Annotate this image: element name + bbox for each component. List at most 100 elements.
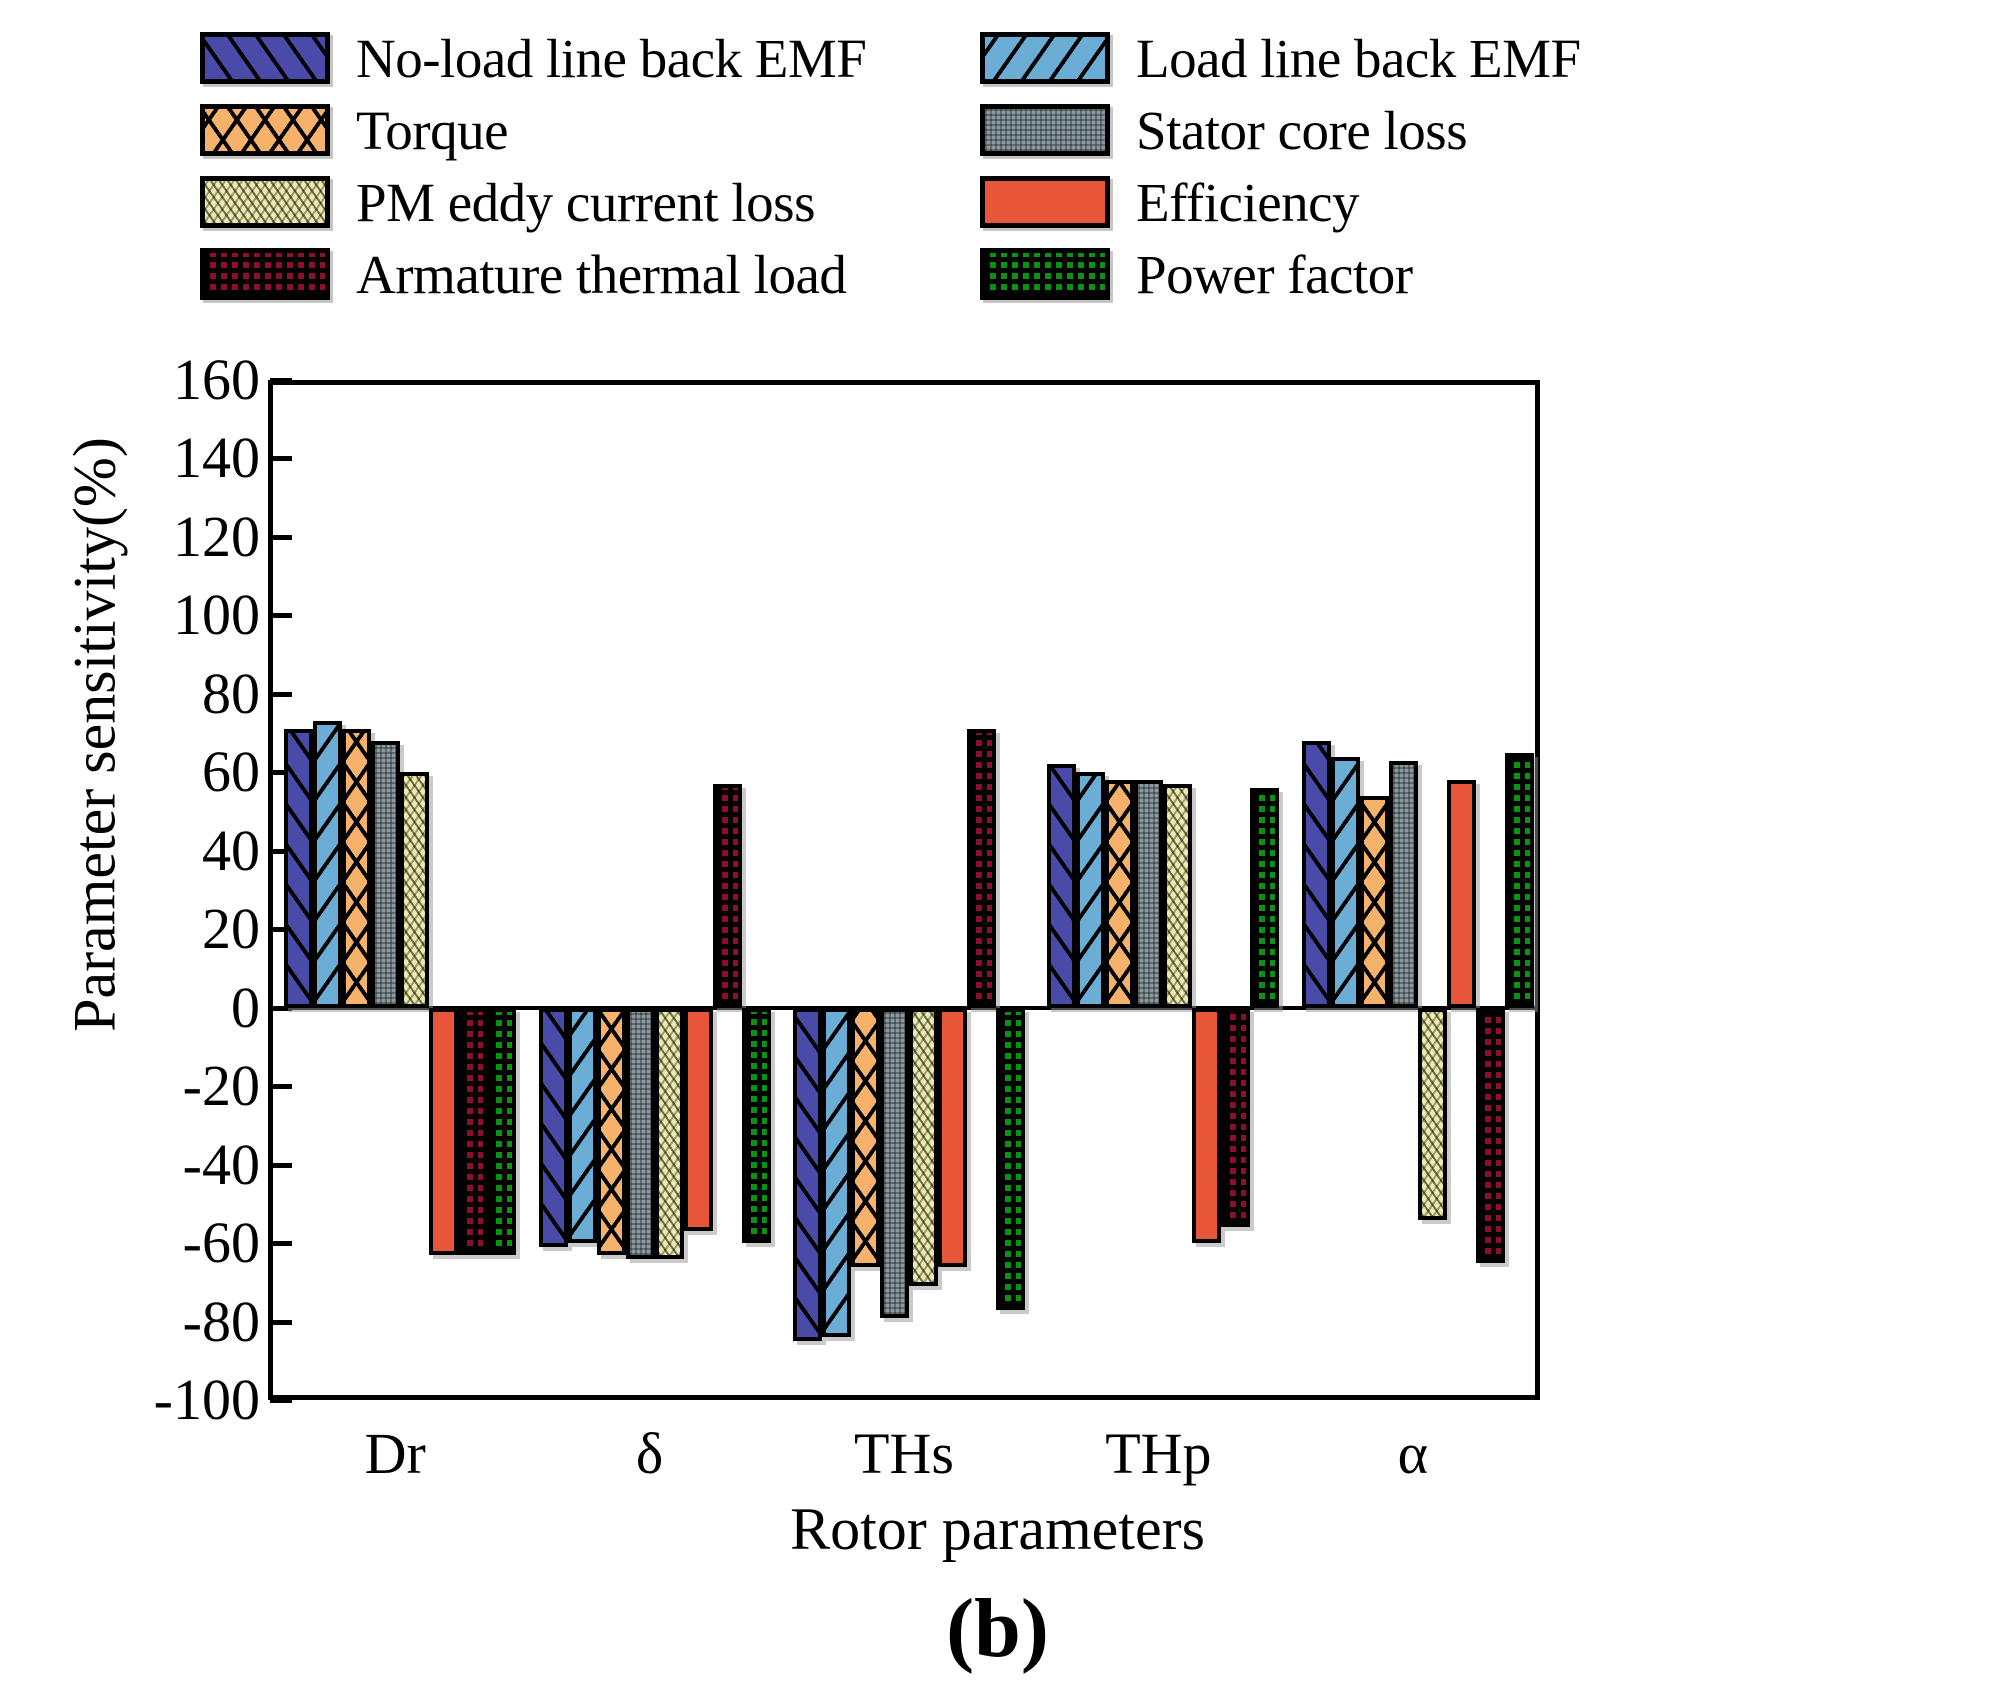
bar-α-load_emf[interactable]	[1330, 756, 1360, 1008]
legend-item-stator_loss[interactable]: Stator core loss	[980, 94, 1720, 166]
bar-THs-efficiency[interactable]	[937, 1007, 967, 1267]
bar-δ-load_emf[interactable]	[567, 1007, 597, 1244]
bar-slot	[966, 385, 996, 1395]
y-tickmark-140	[270, 456, 292, 462]
bar-Dr-pm_eddy[interactable]	[400, 772, 430, 1008]
bar-slot	[1417, 385, 1447, 1395]
legend-item-pm_eddy[interactable]: PM eddy current loss	[200, 166, 940, 238]
bar-δ-thermal[interactable]	[712, 784, 742, 1008]
bar-THs-noload_emf[interactable]	[792, 1007, 822, 1342]
bar-δ-torque[interactable]	[596, 1007, 626, 1255]
bar-slot	[1301, 385, 1331, 1395]
bar-slot	[683, 385, 713, 1395]
bar-group-THp	[1036, 385, 1290, 1395]
bar-slot	[879, 385, 909, 1395]
bar-δ-pm_eddy[interactable]	[654, 1007, 684, 1259]
bar-slot	[458, 385, 488, 1395]
bar-slot	[567, 385, 597, 1395]
bar-slot	[1388, 385, 1418, 1395]
y-tickmark--20	[270, 1084, 292, 1090]
y-tick-80: 80	[202, 660, 260, 726]
legend-label-load_emf: Load line back EMF	[1136, 27, 1581, 89]
bar-THp-efficiency[interactable]	[1192, 1007, 1222, 1244]
bar-α-pm_eddy[interactable]	[1417, 1007, 1447, 1220]
bar-slot	[1250, 385, 1280, 1395]
bar-α-noload_emf[interactable]	[1301, 740, 1331, 1008]
bar-THp-torque[interactable]	[1105, 780, 1135, 1008]
bar-THs-power_factor[interactable]	[995, 1007, 1025, 1310]
plot-frame	[268, 378, 1540, 1403]
bar-slot	[371, 385, 401, 1395]
bar-THs-pm_eddy[interactable]	[908, 1007, 938, 1287]
legend-label-thermal: Armature thermal load	[356, 243, 847, 305]
bar-slot	[1105, 385, 1135, 1395]
y-tickmark-40	[270, 848, 292, 854]
y-tick-140: 140	[173, 425, 260, 491]
bar-slot	[625, 385, 655, 1395]
legend-item-load_emf[interactable]: Load line back EMF	[980, 22, 1720, 94]
bar-α-efficiency[interactable]	[1446, 780, 1476, 1008]
bar-δ-stator_loss[interactable]	[625, 1007, 655, 1259]
bar-slot	[821, 385, 851, 1395]
y-tick--100: -100	[153, 1367, 260, 1432]
bar-slot	[792, 385, 822, 1395]
legend-swatch-thermal-icon	[200, 248, 330, 300]
bar-THp-thermal[interactable]	[1221, 1007, 1251, 1228]
y-tick--20: -20	[182, 1053, 260, 1119]
bar-slot	[1192, 385, 1222, 1395]
bar-THs-load_emf[interactable]	[821, 1007, 851, 1338]
bar-THs-stator_loss[interactable]	[879, 1007, 909, 1318]
bar-slot	[400, 385, 430, 1395]
bar-α-torque[interactable]	[1359, 795, 1389, 1008]
bar-THp-load_emf[interactable]	[1076, 772, 1106, 1008]
bar-slot	[342, 385, 372, 1395]
legend-item-power_factor[interactable]: Power factor	[980, 238, 1720, 310]
bar-Dr-efficiency[interactable]	[429, 1007, 459, 1255]
y-tickmark--60	[270, 1241, 292, 1247]
legend-item-thermal[interactable]: Armature thermal load	[200, 238, 940, 310]
bar-THp-power_factor[interactable]	[1250, 788, 1280, 1008]
bar-slot	[538, 385, 568, 1395]
y-tickmark-0	[270, 1005, 292, 1011]
legend-swatch-power_factor-icon	[980, 248, 1110, 300]
legend-item-torque[interactable]: Torque	[200, 94, 940, 166]
bar-α-stator_loss[interactable]	[1388, 760, 1418, 1008]
bar-slot	[487, 385, 517, 1395]
bar-THs-thermal[interactable]	[966, 729, 996, 1008]
bar-α-thermal[interactable]	[1475, 1007, 1505, 1263]
bar-α-power_factor[interactable]	[1504, 752, 1534, 1008]
bar-THp-pm_eddy[interactable]	[1163, 784, 1193, 1008]
legend-label-stator_loss: Stator core loss	[1136, 99, 1468, 161]
legend-swatch-torque-icon	[200, 104, 330, 156]
bar-Dr-thermal[interactable]	[458, 1007, 488, 1255]
bar-Dr-noload_emf[interactable]	[284, 729, 314, 1008]
bar-Dr-load_emf[interactable]	[313, 721, 343, 1008]
bar-THp-stator_loss[interactable]	[1134, 780, 1164, 1008]
bar-Dr-power_factor[interactable]	[487, 1007, 517, 1255]
bar-Dr-stator_loss[interactable]	[371, 740, 401, 1008]
x-tick-THs: THs	[854, 1421, 954, 1486]
bar-slot	[429, 385, 459, 1395]
bar-slot	[850, 385, 880, 1395]
y-tick-40: 40	[202, 817, 260, 883]
bar-slot	[284, 385, 314, 1395]
bar-δ-efficiency[interactable]	[683, 1007, 713, 1232]
legend-swatch-efficiency-icon	[980, 176, 1110, 228]
y-tick-60: 60	[202, 739, 260, 805]
bar-slot	[1076, 385, 1106, 1395]
legend-label-noload_emf: No-load line back EMF	[356, 27, 867, 89]
bar-slot	[1475, 385, 1505, 1395]
x-axis-label: Rotor parameters	[790, 1496, 1205, 1562]
bar-δ-power_factor[interactable]	[741, 1007, 771, 1244]
legend-label-efficiency: Efficiency	[1136, 171, 1360, 233]
bar-group-THs	[782, 385, 1036, 1395]
bar-THp-noload_emf[interactable]	[1047, 764, 1077, 1008]
legend-item-noload_emf[interactable]: No-load line back EMF	[200, 22, 940, 94]
legend-item-efficiency[interactable]: Efficiency	[980, 166, 1720, 238]
bar-δ-noload_emf[interactable]	[538, 1007, 568, 1247]
bar-Dr-torque[interactable]	[342, 729, 372, 1008]
bar-THs-torque[interactable]	[850, 1007, 880, 1267]
bar-slot	[1330, 385, 1360, 1395]
